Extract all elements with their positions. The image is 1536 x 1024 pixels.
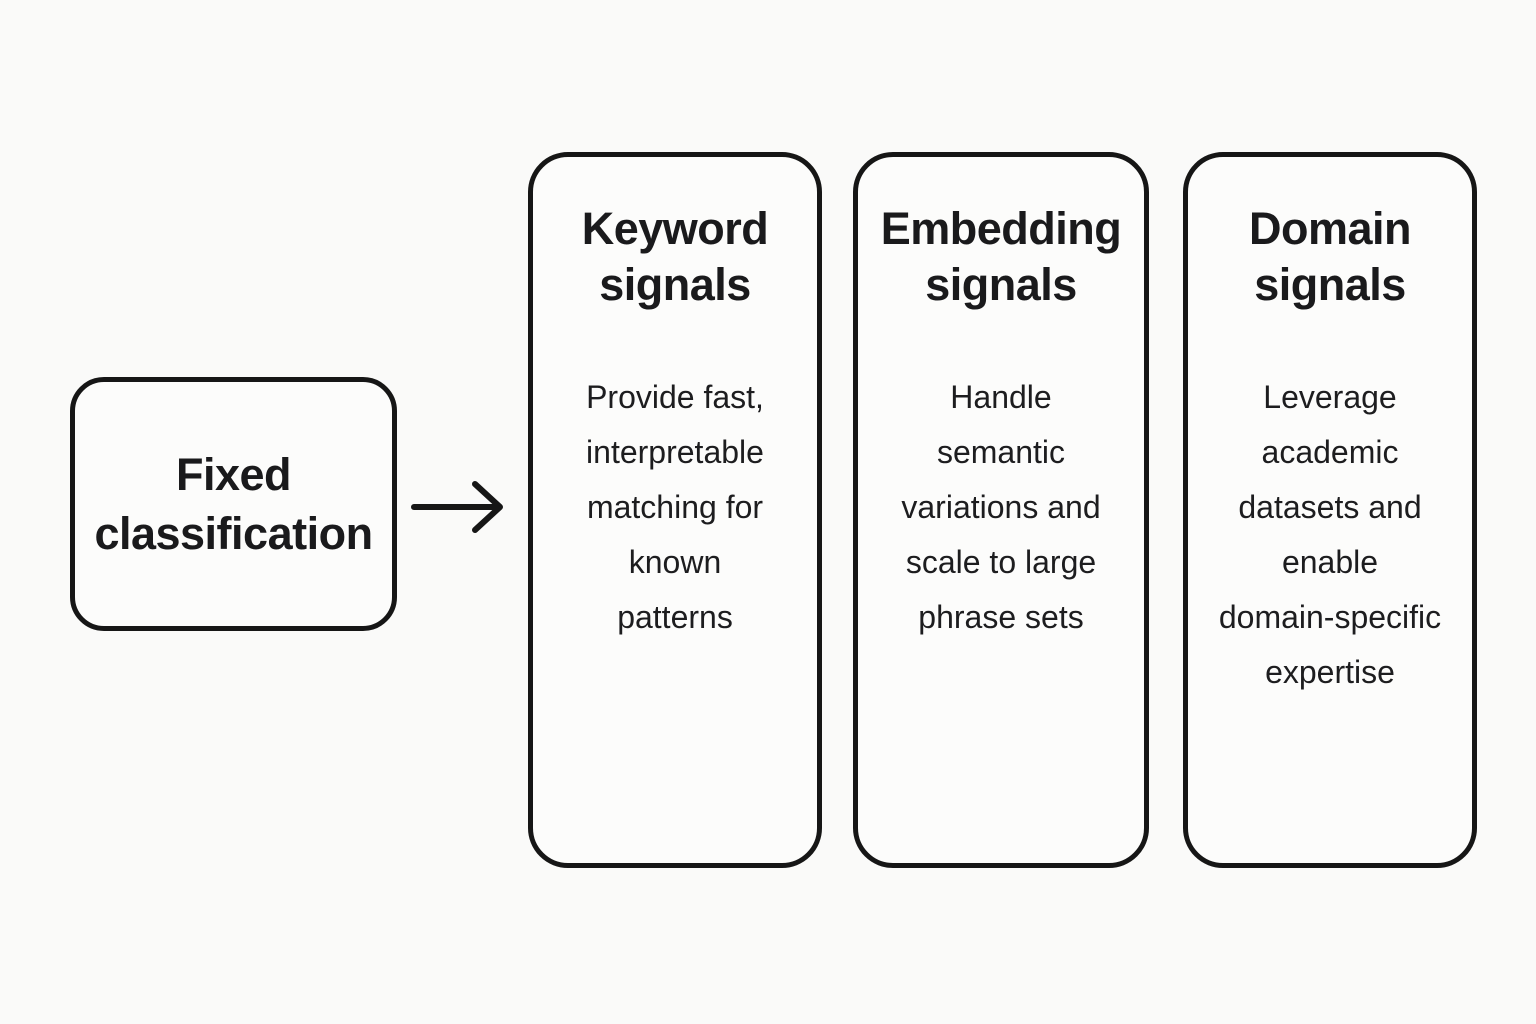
card-domain-signals-title: Domain signals	[1248, 203, 1412, 311]
card-keyword-signals: Keyword signals Provide fast, interpreta…	[528, 152, 822, 868]
card-domain-signals-body: Leverage academic datasets and enable do…	[1218, 378, 1442, 690]
node-fixed-classification-label: Fixed classification	[94, 448, 373, 559]
node-fixed-classification: Fixed classification	[70, 377, 397, 631]
card-embedding-signals: Embedding signals Handle semantic variat…	[853, 152, 1149, 868]
card-keyword-signals-body: Provide fast, interpretable matching for…	[586, 378, 764, 635]
right-arrow-icon	[411, 481, 503, 533]
card-keyword-signals-title: Keyword signals	[581, 203, 769, 311]
card-domain-signals: Domain signals Leverage academic dataset…	[1183, 152, 1477, 868]
card-embedding-signals-body: Handle semantic variations and scale to …	[901, 378, 1101, 635]
card-embedding-signals-title: Embedding signals	[880, 203, 1122, 311]
